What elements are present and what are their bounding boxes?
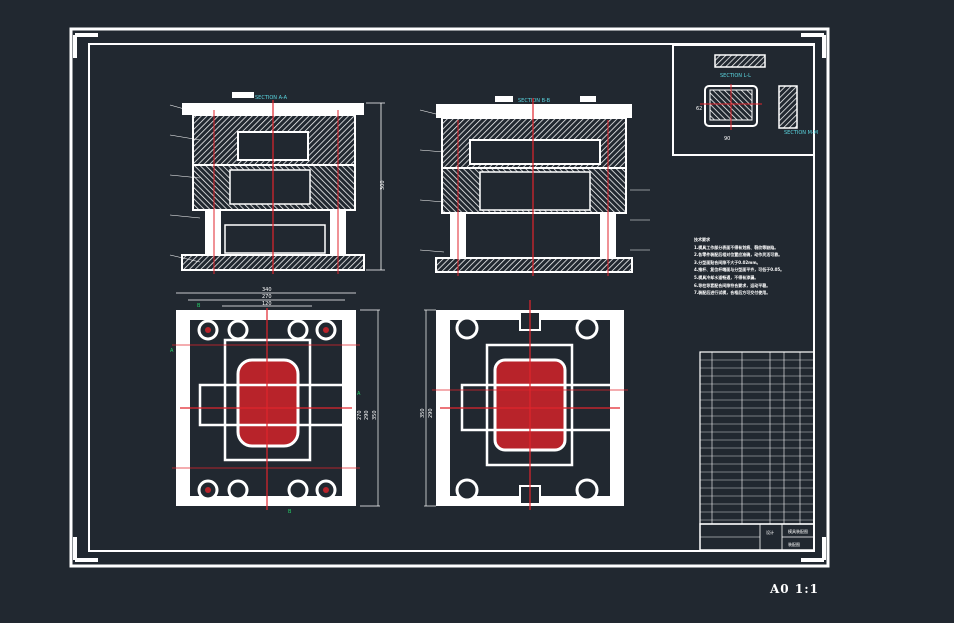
section-marker-a-left: A (170, 348, 174, 354)
section-marker-b-top: B (197, 303, 201, 309)
plan-width-dim-a: 340 (262, 287, 272, 293)
plan-height-dim-3: 270 (357, 410, 363, 420)
plan2-height-dim-1: 350 (420, 408, 426, 418)
sheet-scale-label: A0 1:1 (770, 582, 819, 596)
notes-line: 5.模具冷却水道畅通，不得有渗漏。 (694, 274, 759, 280)
detail-width-dim: 90 (724, 136, 730, 142)
technical-requirements-notes: 技术要求 1.模具工作部分表面不得有划痕、裂纹等缺陷。 2.各零件装配后相对位置… (694, 236, 814, 297)
plan-view-right: 350 290 (420, 300, 628, 510)
section-b-label: SECTION B-B (518, 98, 551, 104)
notes-line: 1.模具工作部分表面不得有划痕、裂纹等缺陷。 (694, 244, 779, 250)
sheet-frame (69, 27, 830, 568)
section-marker-b-bottom: B (288, 509, 292, 515)
section-m-label: SECTION M-M (784, 130, 818, 136)
section-l-label: SECTION L-L (720, 73, 751, 79)
plan-view-left: 340 270 120 350 290 270 B B A A (170, 287, 380, 515)
notes-line: 6.导柱导套配合间隙符合要求，运动平稳。 (694, 282, 771, 288)
plan-width-dim-b: 270 (262, 294, 272, 300)
detail-view-box: SECTION L-L SECTION M-M 90 62 (672, 44, 818, 156)
notes-line: 7.装配后进行试模，合格后方可交付使用。 (694, 290, 771, 296)
section-a-label: SECTION A-A (255, 95, 288, 101)
plan2-height-dim-2: 290 (428, 408, 434, 418)
title-block-drawing-title: 模具装配图 (788, 528, 808, 534)
front-height-dim: 300 (380, 180, 386, 190)
title-block-designer: 设计 (766, 529, 774, 535)
notes-line: 3.分型面贴合间隙不大于0.02mm。 (694, 259, 761, 265)
notes-heading: 技术要求 (694, 237, 710, 242)
section-a-a-view: SECTION A-A 300 (169, 92, 386, 274)
title-block-sheet: 装配图 (788, 541, 800, 547)
plan-height-dim-1: 350 (372, 410, 378, 420)
section-b-b-view: SECTION B-B (419, 96, 650, 276)
notes-line: 4.推杆、复位杆端面与分型面平齐，可低于0.05。 (694, 267, 785, 273)
parts-list-table (699, 351, 815, 525)
notes-line: 2.各零件装配后相对位置应准确，动作灵活可靠。 (694, 252, 783, 258)
detail-height-dim: 62 (696, 106, 702, 112)
title-block: 设计 模具装配图 装配图 (699, 523, 815, 551)
plan-height-dim-2: 290 (364, 410, 370, 420)
plan-width-dim-c: 120 (262, 301, 272, 307)
section-marker-a-right: A (357, 391, 361, 397)
